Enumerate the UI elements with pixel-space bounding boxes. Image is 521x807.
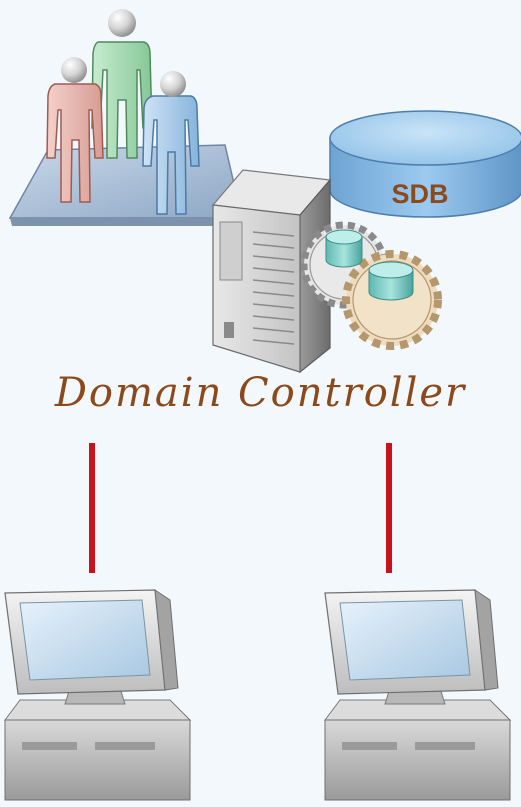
network-links xyxy=(89,443,392,573)
computer-icon xyxy=(4,588,192,801)
link-right xyxy=(386,443,392,573)
domain-controller-label: Domain Controller xyxy=(54,370,467,416)
computer-icon xyxy=(324,588,512,801)
server-icon xyxy=(211,169,332,374)
database-label: SDB xyxy=(391,179,448,209)
database-icon: SDB xyxy=(329,110,521,218)
gears-icon xyxy=(300,221,442,350)
link-left xyxy=(89,443,95,573)
users-group-icon xyxy=(8,9,243,226)
